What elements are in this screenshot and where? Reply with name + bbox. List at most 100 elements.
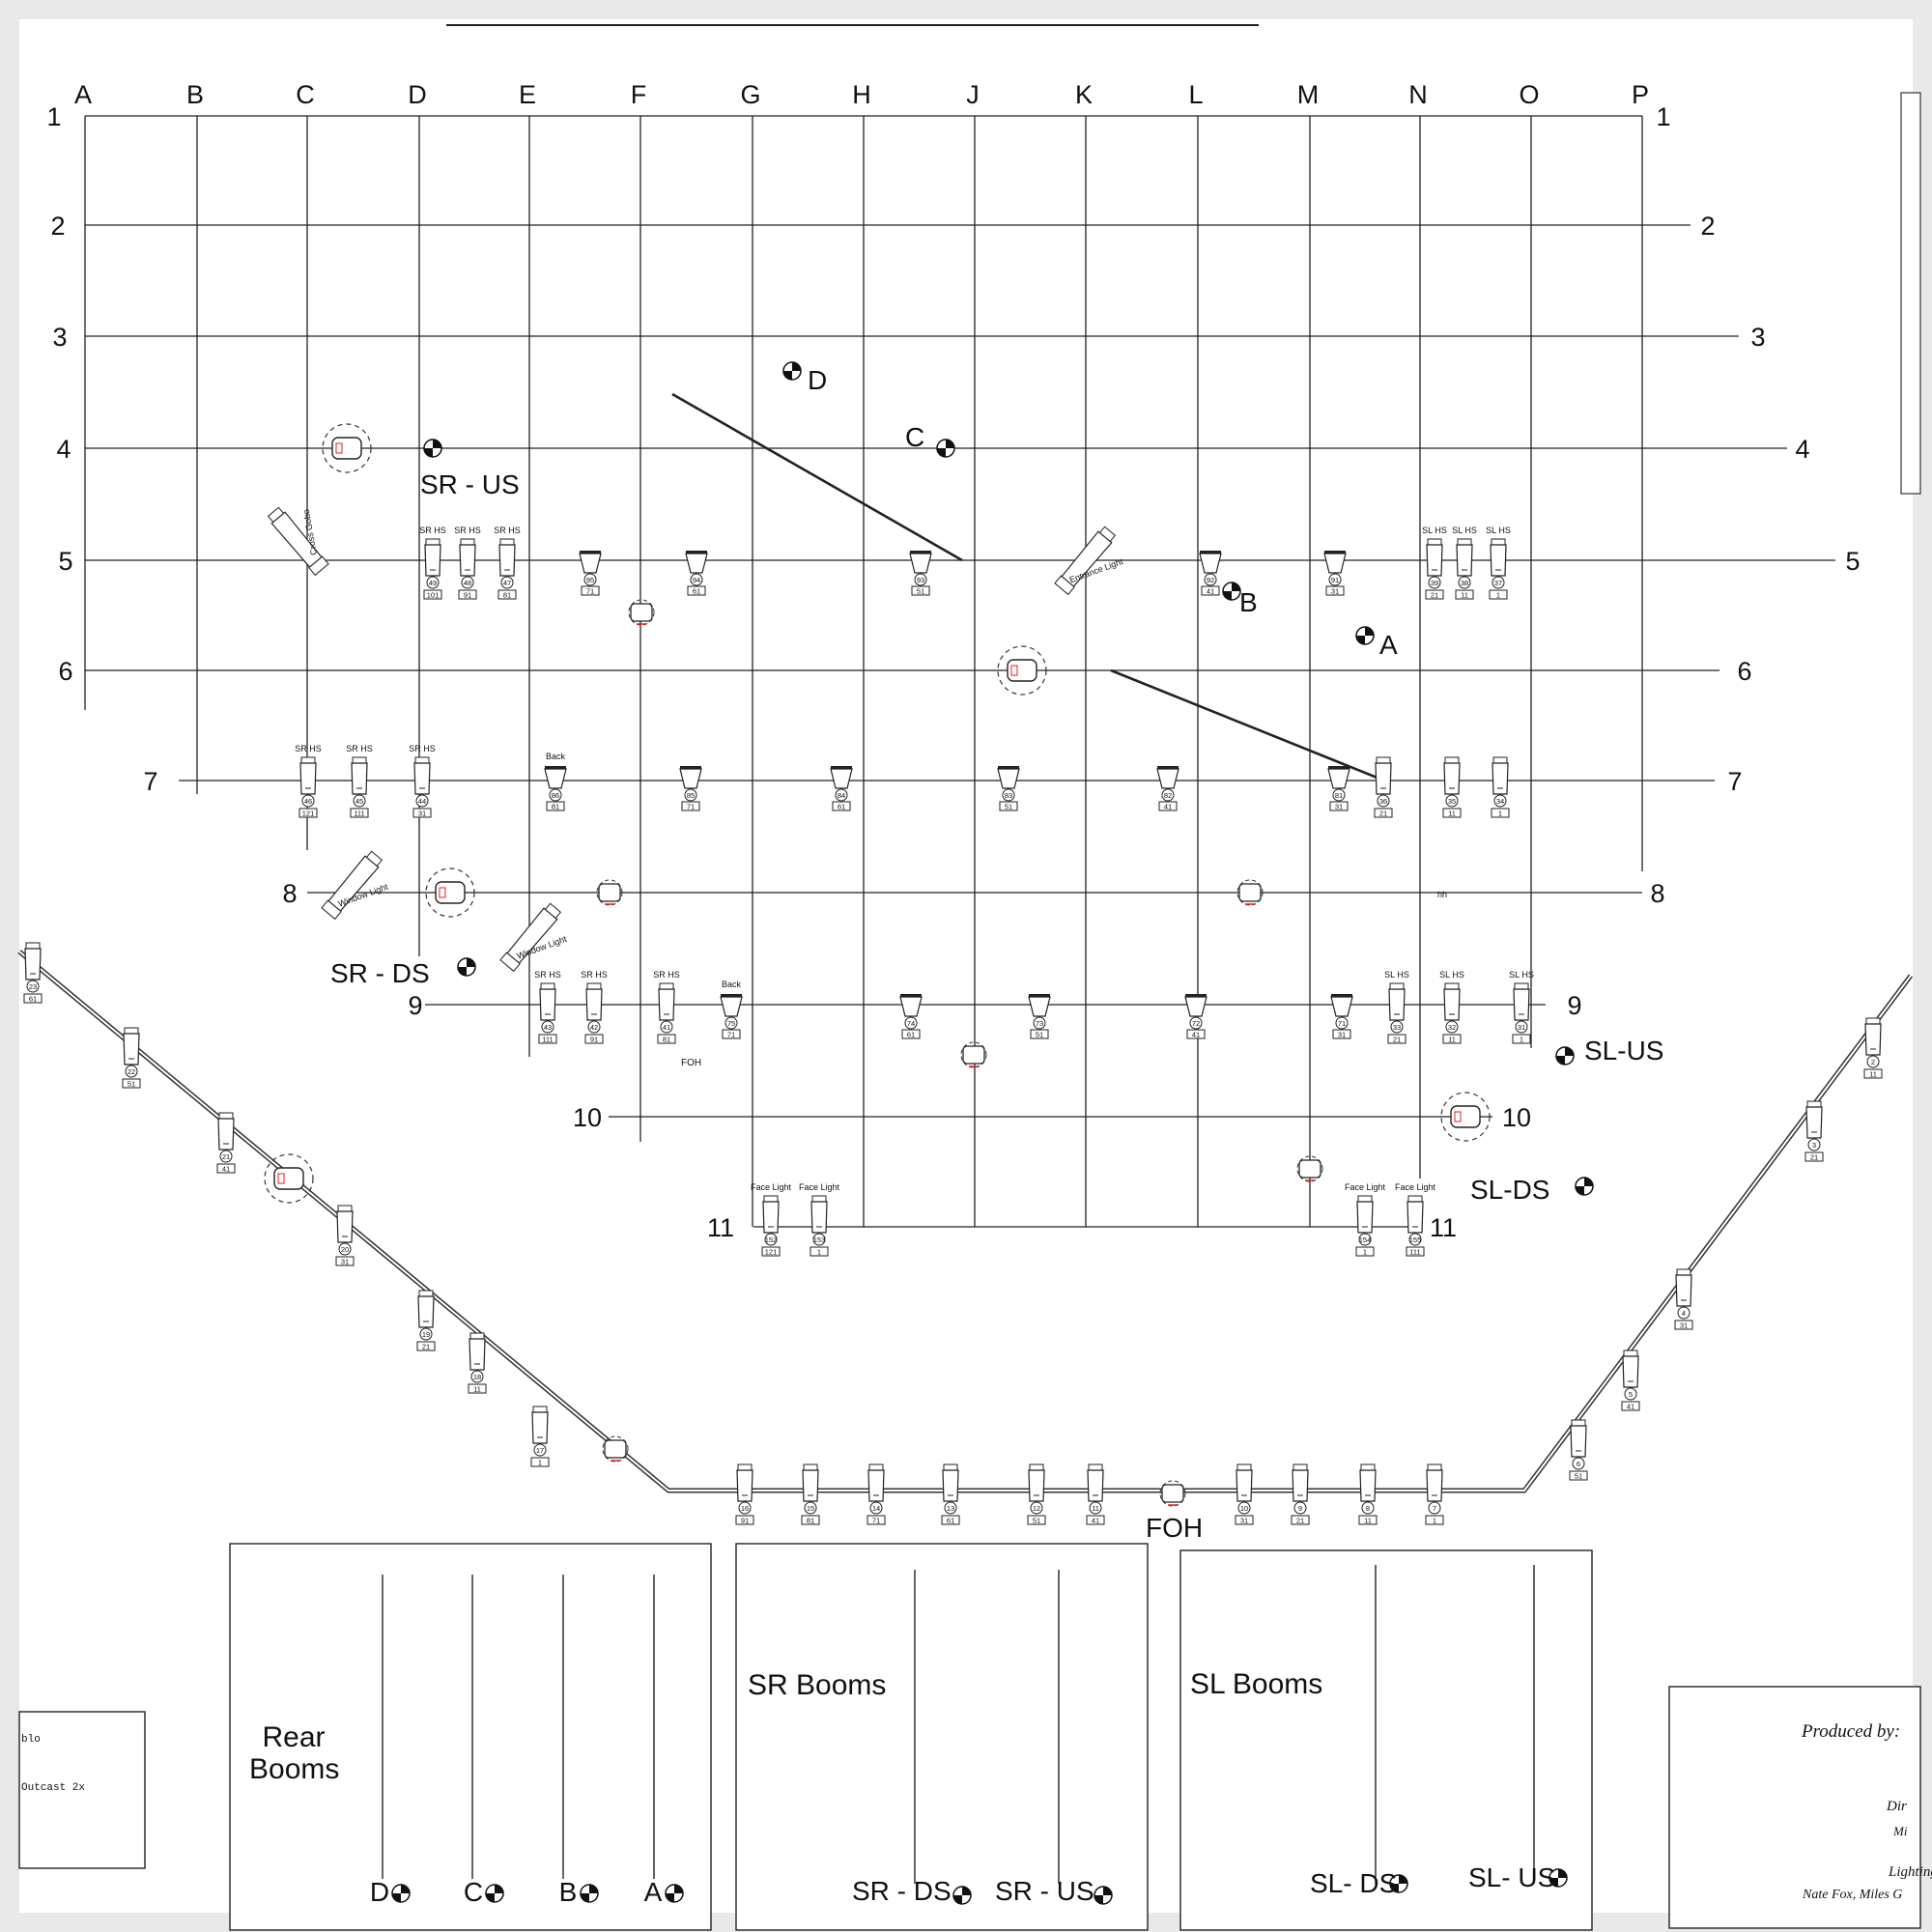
address-label: 31	[1331, 587, 1339, 596]
instrument-lens	[1324, 551, 1346, 554]
unit-number-circle	[1189, 1016, 1203, 1030]
instrument-yoke	[414, 756, 430, 764]
mover-dashed-ring	[264, 1153, 314, 1204]
mover-dashed-ring	[997, 645, 1047, 696]
grid-row-label-right-5: 5	[1845, 547, 1860, 576]
unit-number-circle	[1445, 1020, 1459, 1034]
instrument-body	[810, 1201, 828, 1234]
instrument-yoke	[811, 1195, 827, 1203]
unit-number: 5	[1629, 1390, 1633, 1399]
grid-column-label-f: F	[631, 80, 647, 109]
area-label-sl-us: SL-US	[1584, 1036, 1664, 1065]
grid-row-label-right-1: 1	[1656, 102, 1670, 131]
unit-number-circle	[470, 1370, 484, 1383]
grid-column-label-h: H	[852, 80, 871, 109]
sr-booms-us-label: SR - US	[995, 1876, 1094, 1906]
scroller-4	[960, 1041, 987, 1068]
moving-head-4	[1440, 1092, 1491, 1142]
unit-number: 8	[1366, 1504, 1370, 1513]
unit-number: 31	[1518, 1023, 1525, 1032]
instrument-yoke	[418, 1290, 434, 1297]
address-box	[1291, 1515, 1310, 1525]
mover-dashed-ring	[1440, 1092, 1491, 1142]
mover-dashed-ring	[322, 423, 372, 473]
address-box	[941, 1515, 960, 1525]
focus-quadrant	[783, 371, 792, 380]
unit-number: 84	[838, 791, 845, 800]
rear-boom-label-d: D	[370, 1877, 389, 1907]
unit-number: 72	[1192, 1019, 1200, 1028]
instrument-yoke	[1098, 526, 1117, 543]
scroller-body	[630, 603, 653, 622]
unit-number-circle	[338, 1242, 352, 1256]
credits-dir: Dir	[1887, 1799, 1907, 1814]
address-label: 1	[817, 1248, 821, 1257]
unit-number-circle	[914, 573, 927, 586]
mover-indicator	[439, 887, 446, 898]
address-box	[1442, 808, 1462, 818]
unit-number: 32	[1448, 1023, 1456, 1032]
instrument-yoke	[532, 1406, 548, 1413]
grid-row-label-3: 3	[52, 323, 67, 352]
entrance-light-unit: Entrance Light	[1054, 526, 1124, 596]
mover-indicator	[335, 442, 343, 454]
grid-column-label-e: E	[519, 80, 536, 109]
address-box	[1235, 1515, 1254, 1525]
instrument-body	[1805, 1106, 1823, 1139]
focus-quadrant	[1565, 1047, 1574, 1056]
focus-quadrant	[946, 440, 954, 448]
instrument-lens	[545, 766, 566, 769]
address-label: 11	[1869, 1070, 1877, 1079]
area-label-sl-ds: SL-DS	[1470, 1175, 1550, 1205]
unit-number: 11	[1092, 1504, 1099, 1513]
unit-number-circle	[1204, 573, 1217, 586]
focus-quadrant	[792, 362, 801, 371]
unit-number-circle	[353, 794, 366, 808]
instrument-yoke	[1623, 1350, 1638, 1357]
unit-number: 85	[687, 791, 695, 800]
address-label: 101	[427, 591, 440, 600]
grid-column-label-d: D	[408, 80, 427, 109]
instrument-yoke	[300, 756, 316, 764]
focus-quadrant	[1576, 1186, 1584, 1195]
address-label: 11	[1448, 1036, 1456, 1044]
instrument-lens	[580, 551, 601, 554]
address-label: 81	[552, 803, 559, 811]
grid-row-label-7: 7	[143, 767, 157, 796]
address-label: 31	[341, 1258, 349, 1266]
sr-booms-ds-label: SR - DS	[852, 1876, 952, 1906]
address-label: 31	[1338, 1031, 1346, 1039]
legend-line-1: blo	[21, 1734, 41, 1746]
unit-number-circle	[724, 1016, 738, 1030]
address-box	[1425, 1515, 1444, 1525]
grid-column-label-k: K	[1075, 80, 1093, 109]
grid-column-label-c: C	[296, 80, 315, 109]
address-box	[911, 585, 930, 596]
instrument-note: SL HS	[1509, 970, 1534, 980]
instrument-body	[685, 553, 708, 574]
address-box	[538, 1034, 557, 1044]
unit-number-circle	[1445, 794, 1459, 808]
address-box	[1406, 1246, 1425, 1257]
grid-row-label-right-4: 4	[1795, 435, 1809, 464]
unit-number: 10	[1240, 1504, 1248, 1513]
address-label: 21	[1379, 810, 1387, 818]
address-box	[584, 1034, 604, 1044]
instrument-body	[417, 1295, 435, 1328]
sl-booms-title: SL Booms	[1190, 1668, 1323, 1700]
address-box	[1491, 808, 1510, 818]
unit-number-circle	[26, 980, 40, 993]
unit-number-circle	[1807, 1138, 1821, 1151]
address-label: 51	[1036, 1031, 1043, 1039]
instrument-note: SR HS	[295, 744, 322, 753]
instrument-body	[413, 762, 431, 795]
unit-number: 6	[1577, 1460, 1580, 1468]
